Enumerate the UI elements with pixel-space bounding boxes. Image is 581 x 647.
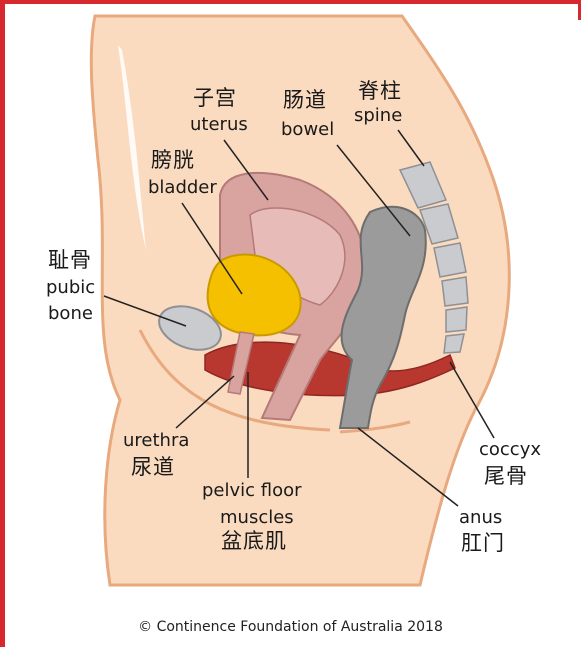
pubic-bone-label-en-1: pubic: [46, 279, 95, 297]
pubic-bone-label-zh: 耻骨: [48, 250, 92, 271]
uterus-label-en: uterus: [190, 116, 248, 134]
bladder-label-zh: 膀胱: [151, 150, 195, 171]
bowel-label-en: bowel: [281, 121, 334, 139]
pubic-bone-label-en-2: bone: [48, 305, 93, 323]
anus-label-en: anus: [459, 509, 502, 527]
pelvic-floor-label-en-2: muscles: [220, 509, 294, 527]
pelvic-floor-label-en-1: pelvic floor: [202, 482, 302, 500]
pelvic-floor-label-zh: 盆底肌: [221, 531, 287, 552]
anus-label-zh: 肛门: [461, 533, 505, 554]
urethra-label-en: urethra: [123, 432, 189, 450]
urethra-label-zh: 尿道: [131, 457, 175, 478]
coccyx-label-zh: 尾骨: [484, 466, 528, 487]
copyright-footer: © Continence Foundation of Australia 201…: [0, 619, 581, 635]
spine-label-en: spine: [354, 107, 402, 125]
uterus-label-zh: 子宫: [193, 88, 237, 109]
coccyx-label-en: coccyx: [479, 441, 541, 459]
bowel-label-zh: 肠道: [283, 90, 327, 111]
bladder-label-en: bladder: [148, 179, 217, 197]
spine-label-zh: 脊柱: [358, 81, 402, 102]
